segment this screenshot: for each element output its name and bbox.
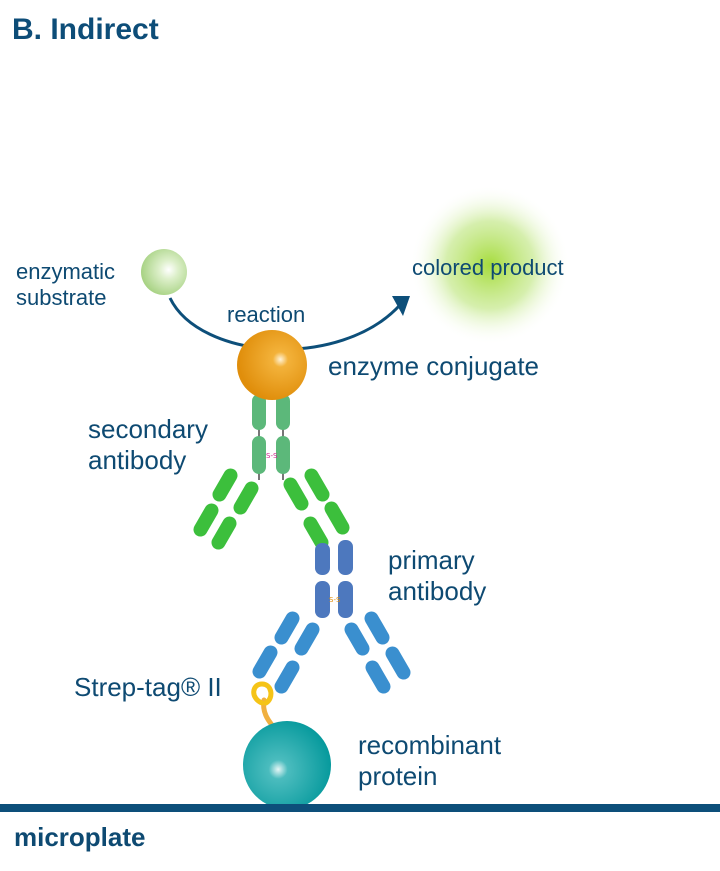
svg-text:S-S: S-S	[329, 596, 341, 604]
microplate-surface	[0, 804, 720, 812]
label-enzyme-conjugate: enzyme conjugate	[328, 351, 540, 381]
label-reaction: reaction	[227, 302, 306, 327]
label-secondary-antibody: secondary antibody	[88, 414, 208, 476]
colored-product-glow	[410, 185, 570, 345]
label-colored-product: colored product	[412, 255, 564, 280]
label-strep-tag: Strep-tag® II	[74, 672, 222, 702]
label-line: antibody	[88, 445, 187, 476]
label-line: secondary	[88, 414, 208, 444]
label-primary-antibody: primary antibody	[388, 545, 486, 607]
page-title: B. Indirect	[12, 13, 159, 46]
secondary-antibody: S-S	[193, 394, 350, 550]
label-line: recombinant	[358, 730, 502, 760]
svg-text:S-S: S-S	[266, 452, 278, 460]
primary-antibody: S-S	[252, 540, 411, 694]
reaction-arrowhead	[392, 296, 410, 316]
label-line: substrate	[16, 285, 107, 311]
label-line: protein	[358, 761, 438, 792]
label-line: enzymatic	[16, 259, 116, 284]
recombinant-protein-sphere	[243, 721, 331, 809]
label-line: antibody	[388, 576, 487, 607]
substrate-sphere	[141, 249, 187, 295]
label-microplate: microplate	[14, 822, 146, 852]
strep-tag	[251, 681, 275, 728]
label-line: primary	[388, 545, 475, 575]
enzyme-sphere	[237, 330, 307, 400]
label-recombinant-protein: recombinant protein	[358, 730, 501, 792]
label-enzymatic-substrate: enzymatic substrate	[16, 259, 115, 312]
